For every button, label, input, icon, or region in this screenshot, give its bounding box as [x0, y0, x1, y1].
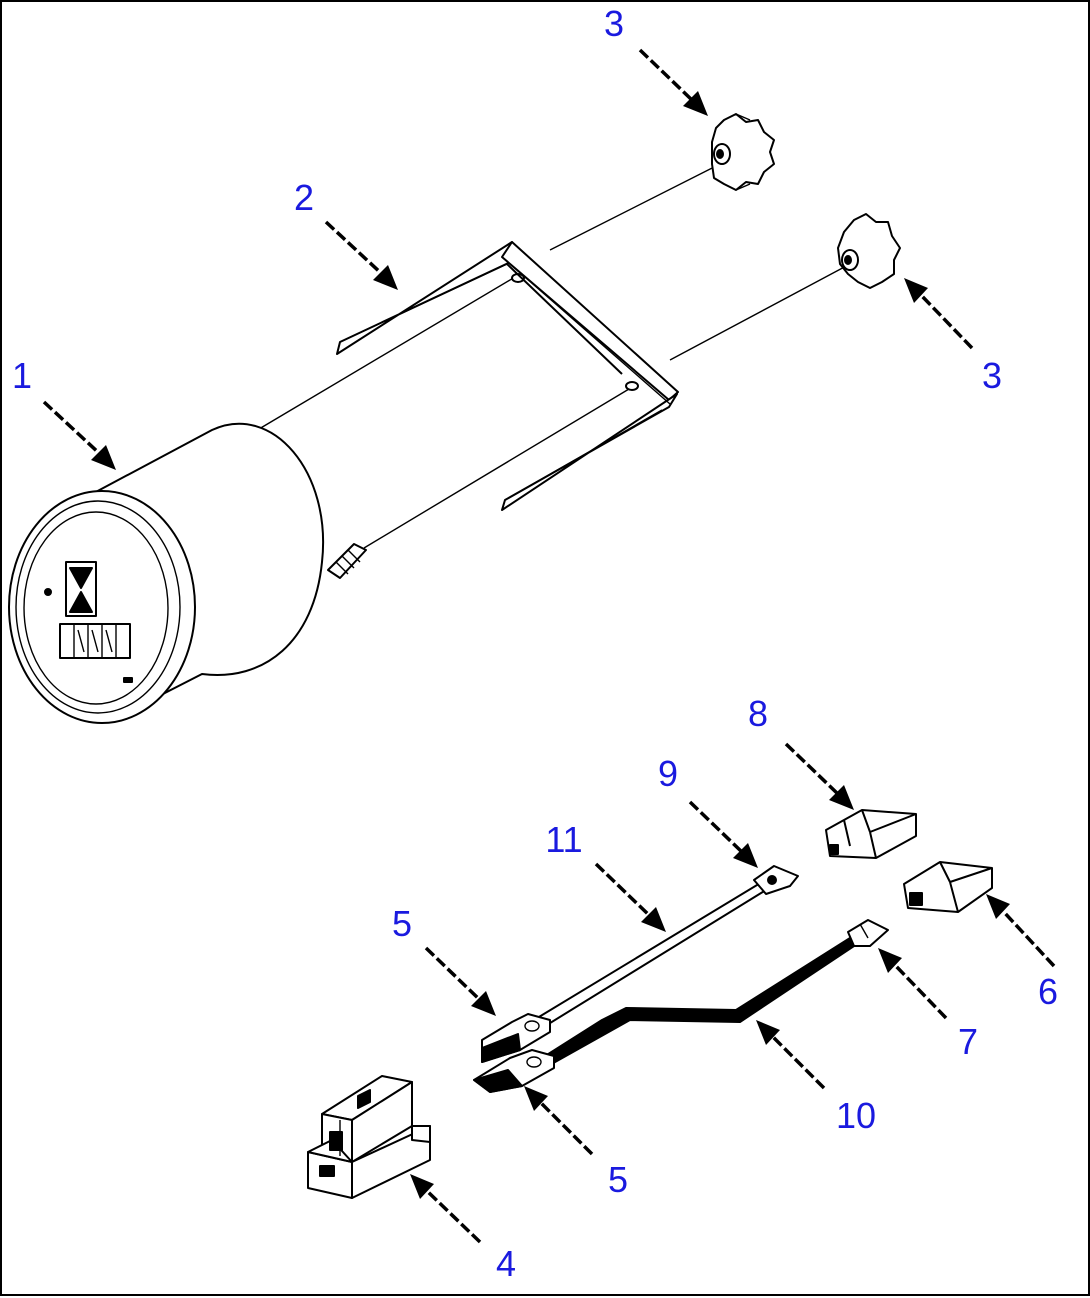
callout-connector-plug: 8 [747, 693, 769, 734]
knurled-nut-icon [711, 113, 775, 191]
hour-meter-gauge-icon [8, 422, 367, 724]
plug-icon [825, 809, 917, 859]
callout-mounting-bracket: 2 [293, 177, 315, 218]
knurled-nut-icon [837, 213, 901, 289]
terminal-icon [481, 1013, 551, 1063]
terminal-icon [847, 919, 889, 947]
wire-icon [541, 937, 855, 1067]
callout-terminal-end: 7 [957, 1021, 979, 1062]
callout-terminal-lower: 5 [607, 1159, 629, 1200]
callout-connector-sleeve: 6 [1037, 971, 1059, 1012]
callout-knurled-nut-lower: 3 [981, 355, 1003, 396]
connector-housing-icon [307, 1075, 431, 1199]
leader-arrows [42, 48, 1056, 1244]
callout-hour-meter: 1 [11, 355, 33, 396]
callout-terminal-upper: 5 [391, 903, 413, 944]
u-bracket-icon [336, 241, 679, 511]
assembly-axis-lines [253, 161, 851, 549]
callout-knurled-nut-upper: 3 [603, 3, 625, 44]
terminal-icon [473, 1049, 555, 1093]
sleeve-icon [903, 861, 993, 913]
callout-ring-terminal: 9 [657, 753, 679, 794]
callout-connector-housing: 4 [495, 1243, 517, 1284]
callout-black-wire: 10 [835, 1095, 877, 1136]
ring-terminal-icon [753, 865, 799, 895]
callout-white-wire: 11 [545, 819, 583, 860]
